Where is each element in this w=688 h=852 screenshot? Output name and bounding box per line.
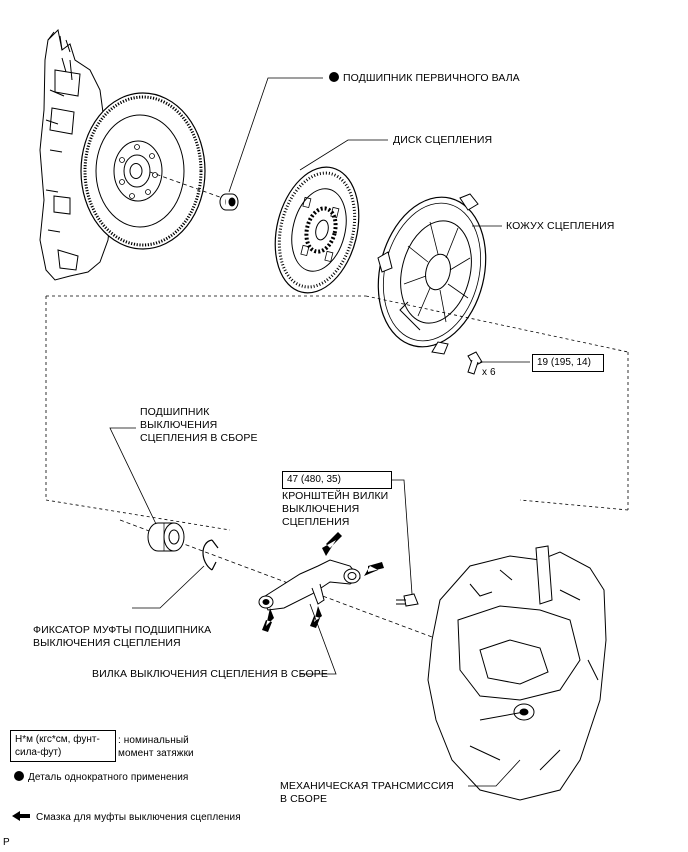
leader-release-bearing bbox=[109, 427, 157, 525]
input-shaft-bearing-label: ПОДШИПНИК ПЕРВИЧНОГО ВАЛА bbox=[329, 72, 520, 85]
legend-torque-box-line1: Н*м (кгс*см, фунт- bbox=[15, 734, 100, 745]
transmission bbox=[427, 545, 607, 801]
legend-torque-box: Н*м (кгс*см, фунт- сила-фут) bbox=[10, 730, 116, 762]
transmission-label-line2: В СБОРЕ bbox=[280, 793, 328, 805]
leader-release-fork bbox=[300, 603, 337, 675]
release-bearing-label: ПОДШИПНИК ВЫКЛЮЧЕНИЯ СЦЕПЛЕНИЯ В СБОРЕ bbox=[140, 406, 258, 445]
input-shaft-bearing-text: ПОДШИПНИК ПЕРВИЧНОГО ВАЛА bbox=[343, 72, 520, 84]
grease-arrow-icon bbox=[12, 811, 30, 821]
hub-clip-label-line2: ВЫКЛЮЧЕНИЯ СЦЕПЛЕНИЯ bbox=[33, 637, 181, 649]
transmission-label: МЕХАНИЧЕСКАЯ ТРАНСМИССИЯ В СБОРЕ bbox=[280, 780, 454, 806]
grease-arrows bbox=[262, 532, 384, 632]
release-fork-label: ВИЛКА ВЫКЛЮЧЕНИЯ СЦЕПЛЕНИЯ В СБОРЕ bbox=[92, 668, 328, 680]
release-bearing-label-line2: ВЫКЛЮЧЕНИЯ bbox=[140, 419, 218, 431]
cover-torque-box: 19 (195, 14) bbox=[532, 354, 604, 372]
release-bearing-label-line1: ПОДШИПНИК bbox=[140, 406, 210, 418]
leader-clutch-disc bbox=[299, 139, 388, 171]
clutch-disc-label: ДИСК СЦЕПЛЕНИЯ bbox=[393, 134, 493, 146]
release-bearing-label-line3: СЦЕПЛЕНИЯ В СБОРЕ bbox=[140, 432, 258, 444]
non-reusable-dot-icon bbox=[14, 771, 24, 781]
legend-grease-text: Смазка для муфты выключения сцепления bbox=[36, 812, 241, 823]
leader-input-bearing bbox=[228, 77, 323, 193]
release-bearing bbox=[147, 522, 185, 552]
legend-non-reusable: Деталь однократного применения bbox=[14, 771, 188, 784]
legend-torque-desc: : номинальный момент затяжки bbox=[118, 734, 194, 760]
assembly-dashed-frame bbox=[45, 295, 629, 531]
clutch-cover-label: КОЖУХ СЦЕПЛЕНИЯ bbox=[506, 220, 615, 232]
cover-bolt bbox=[467, 351, 483, 375]
legend-grease: Смазка для муфты выключения сцепления bbox=[12, 811, 241, 824]
flywheel bbox=[80, 92, 206, 250]
fork-bracket-label-line3: СЦЕПЛЕНИЯ bbox=[282, 516, 350, 528]
leader-fork-bracket bbox=[388, 479, 413, 595]
transmission-label-line1: МЕХАНИЧЕСКАЯ ТРАНСМИССИЯ bbox=[280, 780, 454, 792]
non-reusable-dot-icon bbox=[329, 72, 339, 82]
hub-clip-label-line1: ФИКСАТОР МУФТЫ ПОДШИПНИКА bbox=[33, 624, 212, 636]
hub-clip-label: ФИКСАТОР МУФТЫ ПОДШИПНИКА ВЫКЛЮЧЕНИЯ СЦЕ… bbox=[33, 624, 211, 650]
fork-bracket-label-line1: КРОНШТЕЙН ВИЛКИ bbox=[282, 490, 389, 502]
clutch-disc bbox=[274, 166, 360, 294]
leader-hub-clip bbox=[132, 565, 205, 609]
legend-non-reusable-text: Деталь однократного применения bbox=[28, 772, 189, 783]
fork-bracket-torque-box: 47 (480, 35) bbox=[282, 471, 392, 489]
corner-mark: P bbox=[3, 837, 10, 848]
legend-torque-box-line2: сила-фут) bbox=[15, 747, 62, 758]
fork-bracket-bolt bbox=[396, 593, 419, 607]
legend-torque-desc-line2: момент затяжки bbox=[118, 748, 194, 759]
cover-bolt-count-label: x 6 bbox=[482, 367, 496, 378]
input-shaft-bearing bbox=[219, 193, 239, 211]
release-fork bbox=[258, 559, 361, 611]
fork-bracket-label: КРОНШТЕЙН ВИЛКИ ВЫКЛЮЧЕНИЯ СЦЕПЛЕНИЯ bbox=[282, 490, 388, 529]
fork-bracket-label-line2: ВЫКЛЮЧЕНИЯ bbox=[282, 503, 360, 515]
hub-clip bbox=[202, 539, 219, 571]
clutch-cover bbox=[377, 193, 487, 355]
legend-torque-desc-line1: : номинальный bbox=[118, 735, 189, 746]
leader-transmission bbox=[468, 759, 521, 787]
